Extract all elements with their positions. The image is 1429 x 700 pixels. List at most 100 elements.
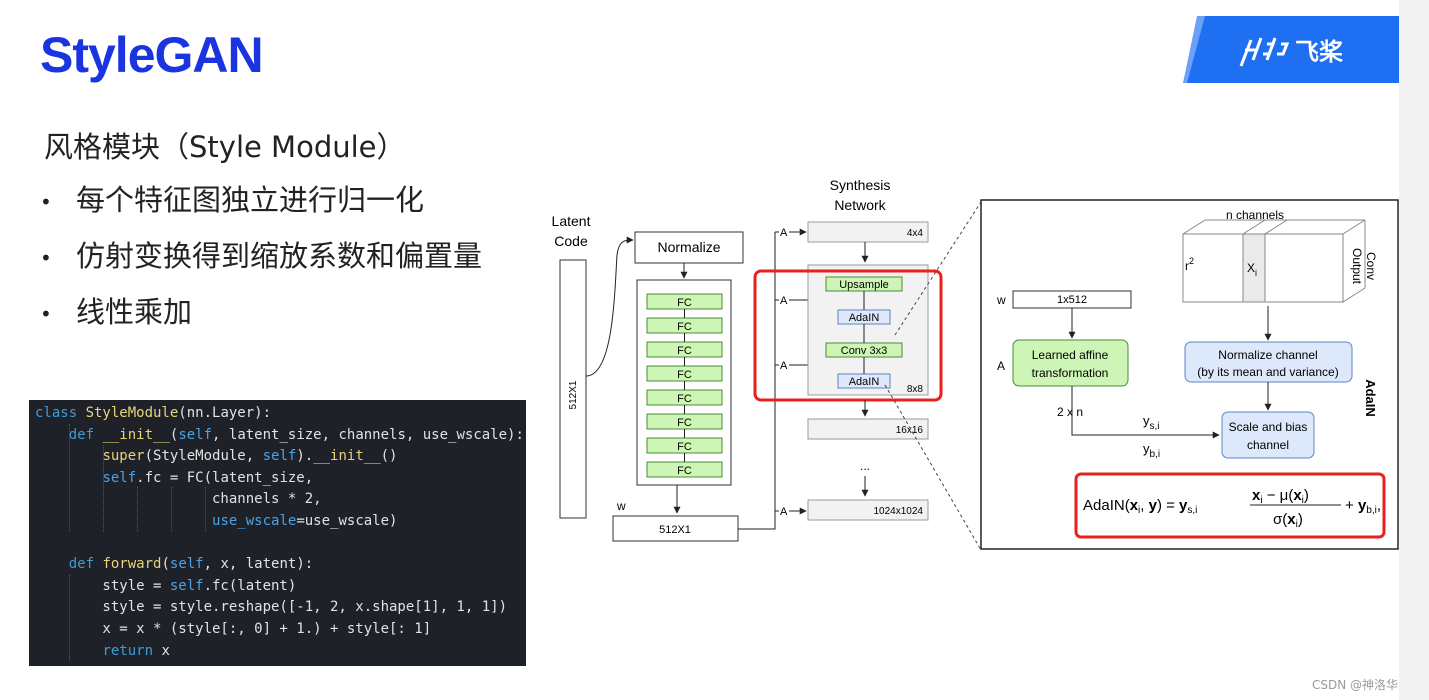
code-token: self	[169, 577, 204, 594]
ys-label: ys,i	[1143, 413, 1160, 432]
fc-layer-label: FC	[677, 321, 692, 333]
code-token: , latent_size, channels, use_wscale):	[212, 426, 524, 443]
fc-layer-label: FC	[677, 465, 692, 477]
code-line: style = style.reshape([-1, 2, x.shape[1]…	[29, 597, 526, 619]
code-token	[35, 448, 102, 464]
normalize-box	[634, 231, 744, 264]
code-token: self	[102, 469, 137, 486]
code-token: self	[178, 426, 213, 443]
adain-label-1: AdaIN	[849, 312, 880, 324]
code-line: return x	[29, 641, 526, 663]
res-1024-label: 1024x1024	[874, 506, 924, 517]
latent-dim-label: 512X1	[568, 380, 579, 409]
bullet-dot: •	[40, 302, 52, 326]
slide-title: StyleGAN	[40, 27, 264, 83]
code-token: style =	[35, 577, 170, 594]
code-line: def __init__(self, latent_size, channels…	[29, 425, 526, 447]
fc-layer-label: FC	[677, 345, 692, 357]
normalize-label: Normalize	[657, 239, 720, 255]
fc-layer-label: FC	[677, 393, 692, 405]
bullet-item: • 线性乘加	[40, 290, 482, 346]
code-token: self	[262, 448, 297, 465]
code-token: class	[35, 405, 86, 421]
code-token: (nn.Layer):	[178, 405, 272, 421]
fc-layer-label: FC	[677, 297, 692, 309]
affine-box	[1012, 339, 1129, 387]
a-affine-label: A	[780, 506, 788, 518]
res-4-label: 4x4	[907, 228, 924, 239]
latent-label: Latent	[552, 213, 591, 229]
code-token: def	[68, 556, 103, 573]
scale-bias-label-2: channel	[1247, 438, 1289, 452]
adain-side-label: AdaIN	[1363, 379, 1378, 417]
w-dim-label: 512X1	[659, 524, 691, 536]
bullet-text: 线性乘加	[76, 295, 193, 329]
a-affine-label: A	[780, 295, 788, 307]
conv-output-label-1: Conv	[1364, 252, 1378, 280]
svg-text:xi − μ(xi): xi − μ(xi)	[1252, 487, 1309, 506]
bullet-item: •仿射变换得到缩放系数和偏置量	[40, 234, 482, 290]
code-line: super(StyleModule, self).__init__()	[29, 446, 526, 468]
block-1024-box	[807, 499, 929, 521]
xi-label: Xi	[1247, 261, 1257, 278]
code-token	[35, 470, 102, 486]
section-heading: 风格模块（Style Module）	[44, 130, 406, 164]
code-block: class StyleModule(nn.Layer): def __init_…	[29, 400, 526, 666]
detail-w-label: w	[996, 293, 1006, 307]
code-line: use_wscale=use_wscale)	[29, 511, 526, 533]
code-token: channels * 2,	[35, 491, 322, 508]
code-line: def forward(self, x, latent):	[29, 554, 526, 576]
scrollbar[interactable]	[1399, 0, 1429, 700]
code-label: Code	[554, 233, 588, 249]
code-token	[35, 643, 102, 659]
r2-label: r2	[1185, 256, 1194, 273]
yb-label: yb,i	[1143, 441, 1160, 460]
bullet-list: • 每个特征图独立进行归一化 •仿射变换得到缩放系数和偏置量 • 线性乘加	[40, 178, 482, 346]
bullet-text: 每个特征图独立进行归一化	[76, 183, 425, 217]
bullet-dot: •	[40, 190, 52, 214]
code-token: style = style.reshape([-1, 2, x.shape[1]…	[35, 599, 508, 616]
two-n-label: 2 x n	[1057, 405, 1083, 419]
fc-layer-label: FC	[677, 417, 692, 429]
conv-label: Conv 3x3	[841, 345, 887, 357]
code-line: style = self.fc(latent)	[29, 576, 526, 598]
n-channels-label: n channels	[1226, 208, 1284, 222]
code-token: super	[102, 448, 145, 465]
network-label: Network	[834, 197, 886, 213]
adain-label-2: AdaIN	[849, 376, 880, 388]
affine-label-1: Learned affine	[1032, 348, 1109, 362]
paddle-mark-icon	[1239, 37, 1290, 67]
block-16x16-box	[807, 418, 929, 440]
highlight-box-formula	[1074, 472, 1386, 539]
code-token: def	[68, 426, 103, 443]
a-affine-label: A	[780, 227, 788, 239]
detail-a-label: A	[997, 359, 1005, 373]
code-token: x	[161, 642, 170, 659]
res-16-label: 16x16	[896, 425, 924, 436]
bullet-text: 仿射变换得到缩放系数和偏置量	[76, 239, 483, 273]
code-token: use_wscale	[212, 512, 297, 529]
conv-output-label-2: Output	[1350, 248, 1364, 285]
code-token: , x, latent):	[203, 556, 314, 573]
watermark: CSDN @神洛华	[1312, 678, 1399, 692]
code-token: __init__	[102, 426, 170, 443]
brand-name: 飞桨	[1295, 38, 1344, 66]
code-line: x = x * (style[:, 0] + 1.) + style[: 1]	[29, 619, 526, 641]
code-token	[35, 513, 212, 529]
code-line: self.fc = FC(latent_size,	[29, 468, 526, 490]
code-token: ()	[380, 448, 398, 465]
code-token: StyleModule	[85, 405, 179, 421]
scale-bias-label-1: Scale and bias	[1229, 420, 1308, 434]
code-token: (	[169, 426, 179, 443]
latent-vector-box	[559, 259, 587, 519]
code-token: return	[102, 642, 162, 659]
affine-label-2: transformation	[1032, 366, 1109, 380]
a-affine-label: A	[780, 360, 788, 372]
fc-layer-label: FC	[677, 441, 692, 453]
svg-text:AdaIN(xi, y) = ys,i: AdaIN(xi, y) = ys,i	[1083, 497, 1197, 516]
code-line	[29, 533, 526, 555]
highlight-box-left	[753, 269, 943, 402]
code-token: x = x * (style[:, 0] + 1.) + style[: 1]	[35, 620, 432, 637]
code-token: ).	[296, 448, 314, 465]
